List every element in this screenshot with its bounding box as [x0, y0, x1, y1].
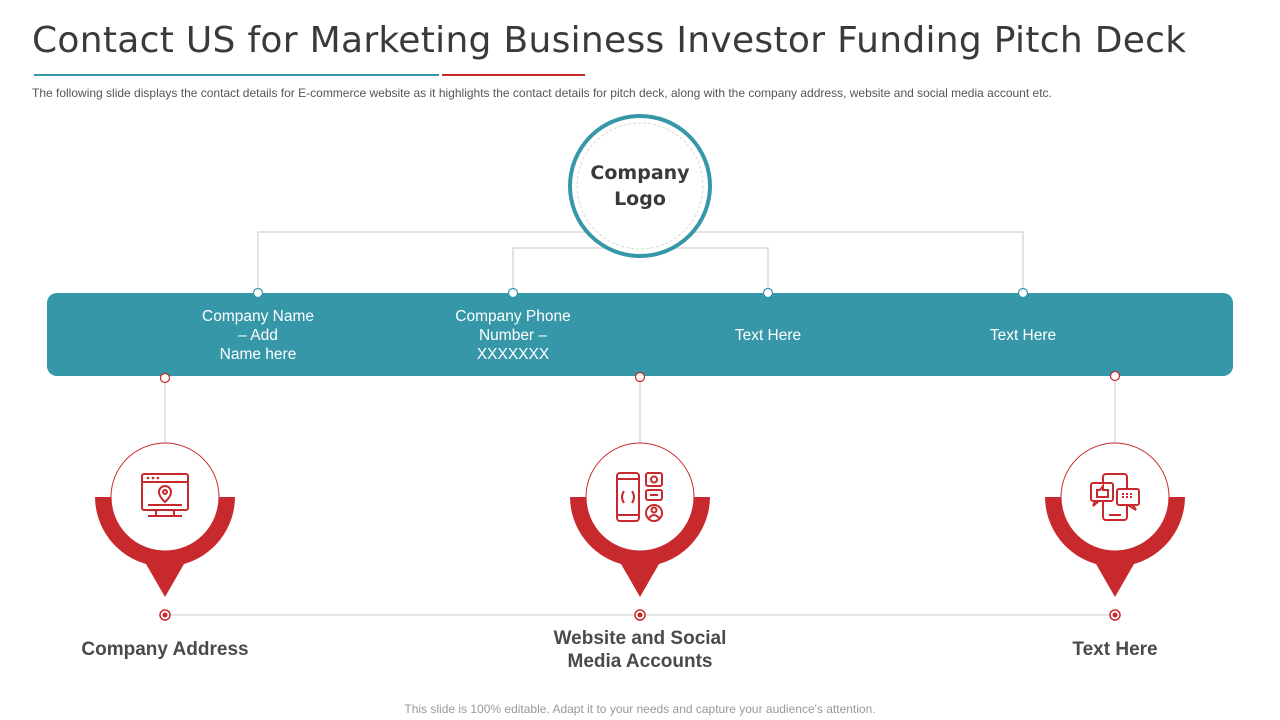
band-dot [1017, 287, 1029, 299]
slide-title: Contact US for Marketing Business Invest… [32, 20, 1187, 61]
band-dot [1109, 370, 1121, 382]
band-line: Company Phone [455, 308, 571, 325]
slide-subtitle: The following slide displays the contact… [32, 86, 1052, 100]
bottom-label-line: Text Here [1072, 639, 1158, 660]
title-underline-teal [34, 74, 439, 76]
bottom-label-line: Website and Social [553, 628, 727, 649]
band-item-company-name: Company Name – Add Name here [173, 307, 343, 364]
title-underline-red [442, 74, 585, 76]
company-logo-label: Company Logo [570, 160, 710, 212]
band-bottom-dots [159, 370, 1121, 384]
band-item-text-4: Text Here [938, 326, 1108, 345]
location-pin-1 [95, 442, 235, 621]
bottom-label-text-here: Text Here [1005, 638, 1225, 661]
band-line: Name here [219, 346, 297, 363]
band-line: Company Name [202, 308, 314, 325]
bottom-label-line: Company Address [81, 639, 249, 660]
company-logo-circle [568, 114, 712, 258]
band-line: Text Here [989, 327, 1057, 344]
band-line: Text Here [734, 327, 802, 344]
logo-line-2: Logo [614, 188, 666, 210]
band-dot [634, 371, 646, 383]
logo-line-1: Company [590, 162, 690, 184]
band-line: – Add [238, 327, 278, 344]
band-dot [762, 287, 774, 299]
pin-stems [164, 380, 1116, 444]
bottom-label-company-address: Company Address [55, 638, 275, 661]
map-location-icon [141, 473, 189, 517]
band-dot [159, 372, 171, 384]
band-line: Number – [478, 327, 548, 344]
contact-band [47, 293, 1233, 376]
location-pin-2 [570, 442, 710, 621]
footer-note: This slide is 100% editable. Adapt it to… [404, 702, 876, 716]
bottom-label-website-social: Website and Social Media Accounts [530, 627, 750, 673]
band-line: XXXXXXX [476, 346, 550, 363]
chat-thumbs-up-icon [1090, 473, 1140, 521]
band-top-dots [252, 287, 1029, 299]
smartphone-social-icon [616, 472, 663, 522]
location-pin-3 [1045, 442, 1185, 621]
band-item-text-3: Text Here [683, 326, 853, 345]
band-dot [252, 287, 264, 299]
band-item-company-phone: Company Phone Number – XXXXXXX [428, 307, 598, 364]
band-dot [507, 287, 519, 299]
bottom-label-line: Media Accounts [567, 651, 713, 672]
